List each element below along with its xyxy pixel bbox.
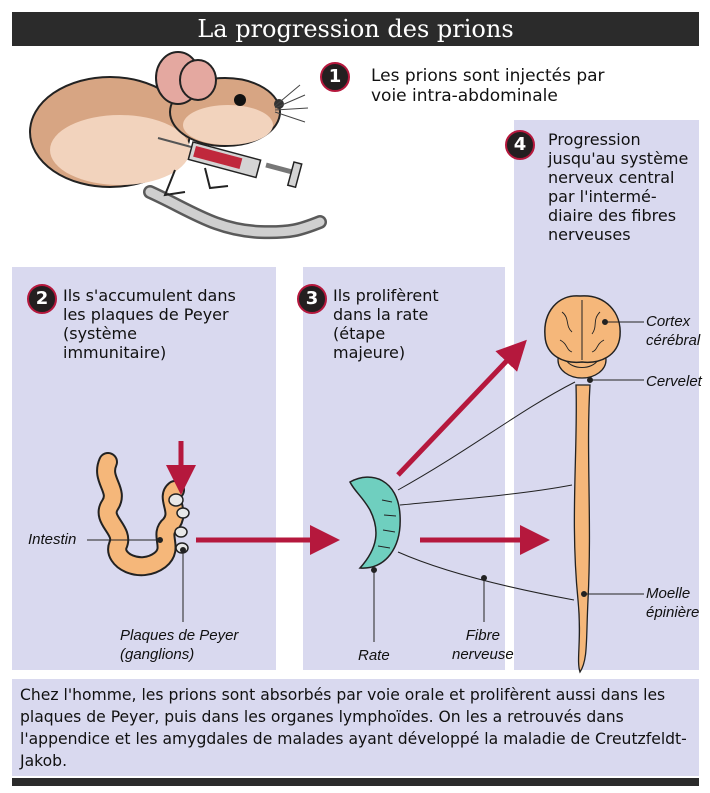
step-badge-2: 2: [27, 284, 57, 314]
spleen-illustration: [350, 477, 400, 568]
footer-text: Chez l'homme, les prions sont absorbés p…: [20, 684, 704, 772]
peyer-patch: [175, 527, 187, 537]
step-text-1: Les prions sont injectés par voie intra-…: [371, 66, 605, 106]
label-fibre-nerveuse: Fibre nerveuse: [452, 626, 514, 664]
step-badge-4: 4: [505, 130, 535, 160]
step-text-4: Progression jusqu'au système nerveux cen…: [548, 130, 688, 244]
intestine-illustration: [106, 462, 189, 566]
step-text-2: Ils s'accumulent dans les plaques de Pey…: [63, 286, 236, 362]
bottom-bar: [12, 778, 699, 786]
label-cortex-cerebral: Cortex cérébral: [646, 312, 700, 350]
step-text-3: Ils prolifèrent dans la rate (étape maje…: [333, 286, 439, 362]
nerve-fibres: [398, 382, 575, 600]
progression-arrows: [181, 347, 540, 540]
arrow-to-brain: [398, 347, 520, 475]
peyer-patch: [169, 494, 183, 506]
step-badge-1: 1: [320, 62, 350, 92]
peyer-patch: [177, 508, 189, 518]
label-plaques-de-peyer: Plaques de Peyer (ganglions): [120, 626, 238, 664]
cns-illustration: [545, 296, 620, 672]
label-moelle-epiniere: Moelle épinière: [646, 584, 699, 622]
label-intestin: Intestin: [28, 530, 76, 549]
step-badge-3: 3: [297, 284, 327, 314]
label-cervelet: Cervelet: [646, 372, 702, 391]
label-rate: Rate: [358, 646, 390, 665]
